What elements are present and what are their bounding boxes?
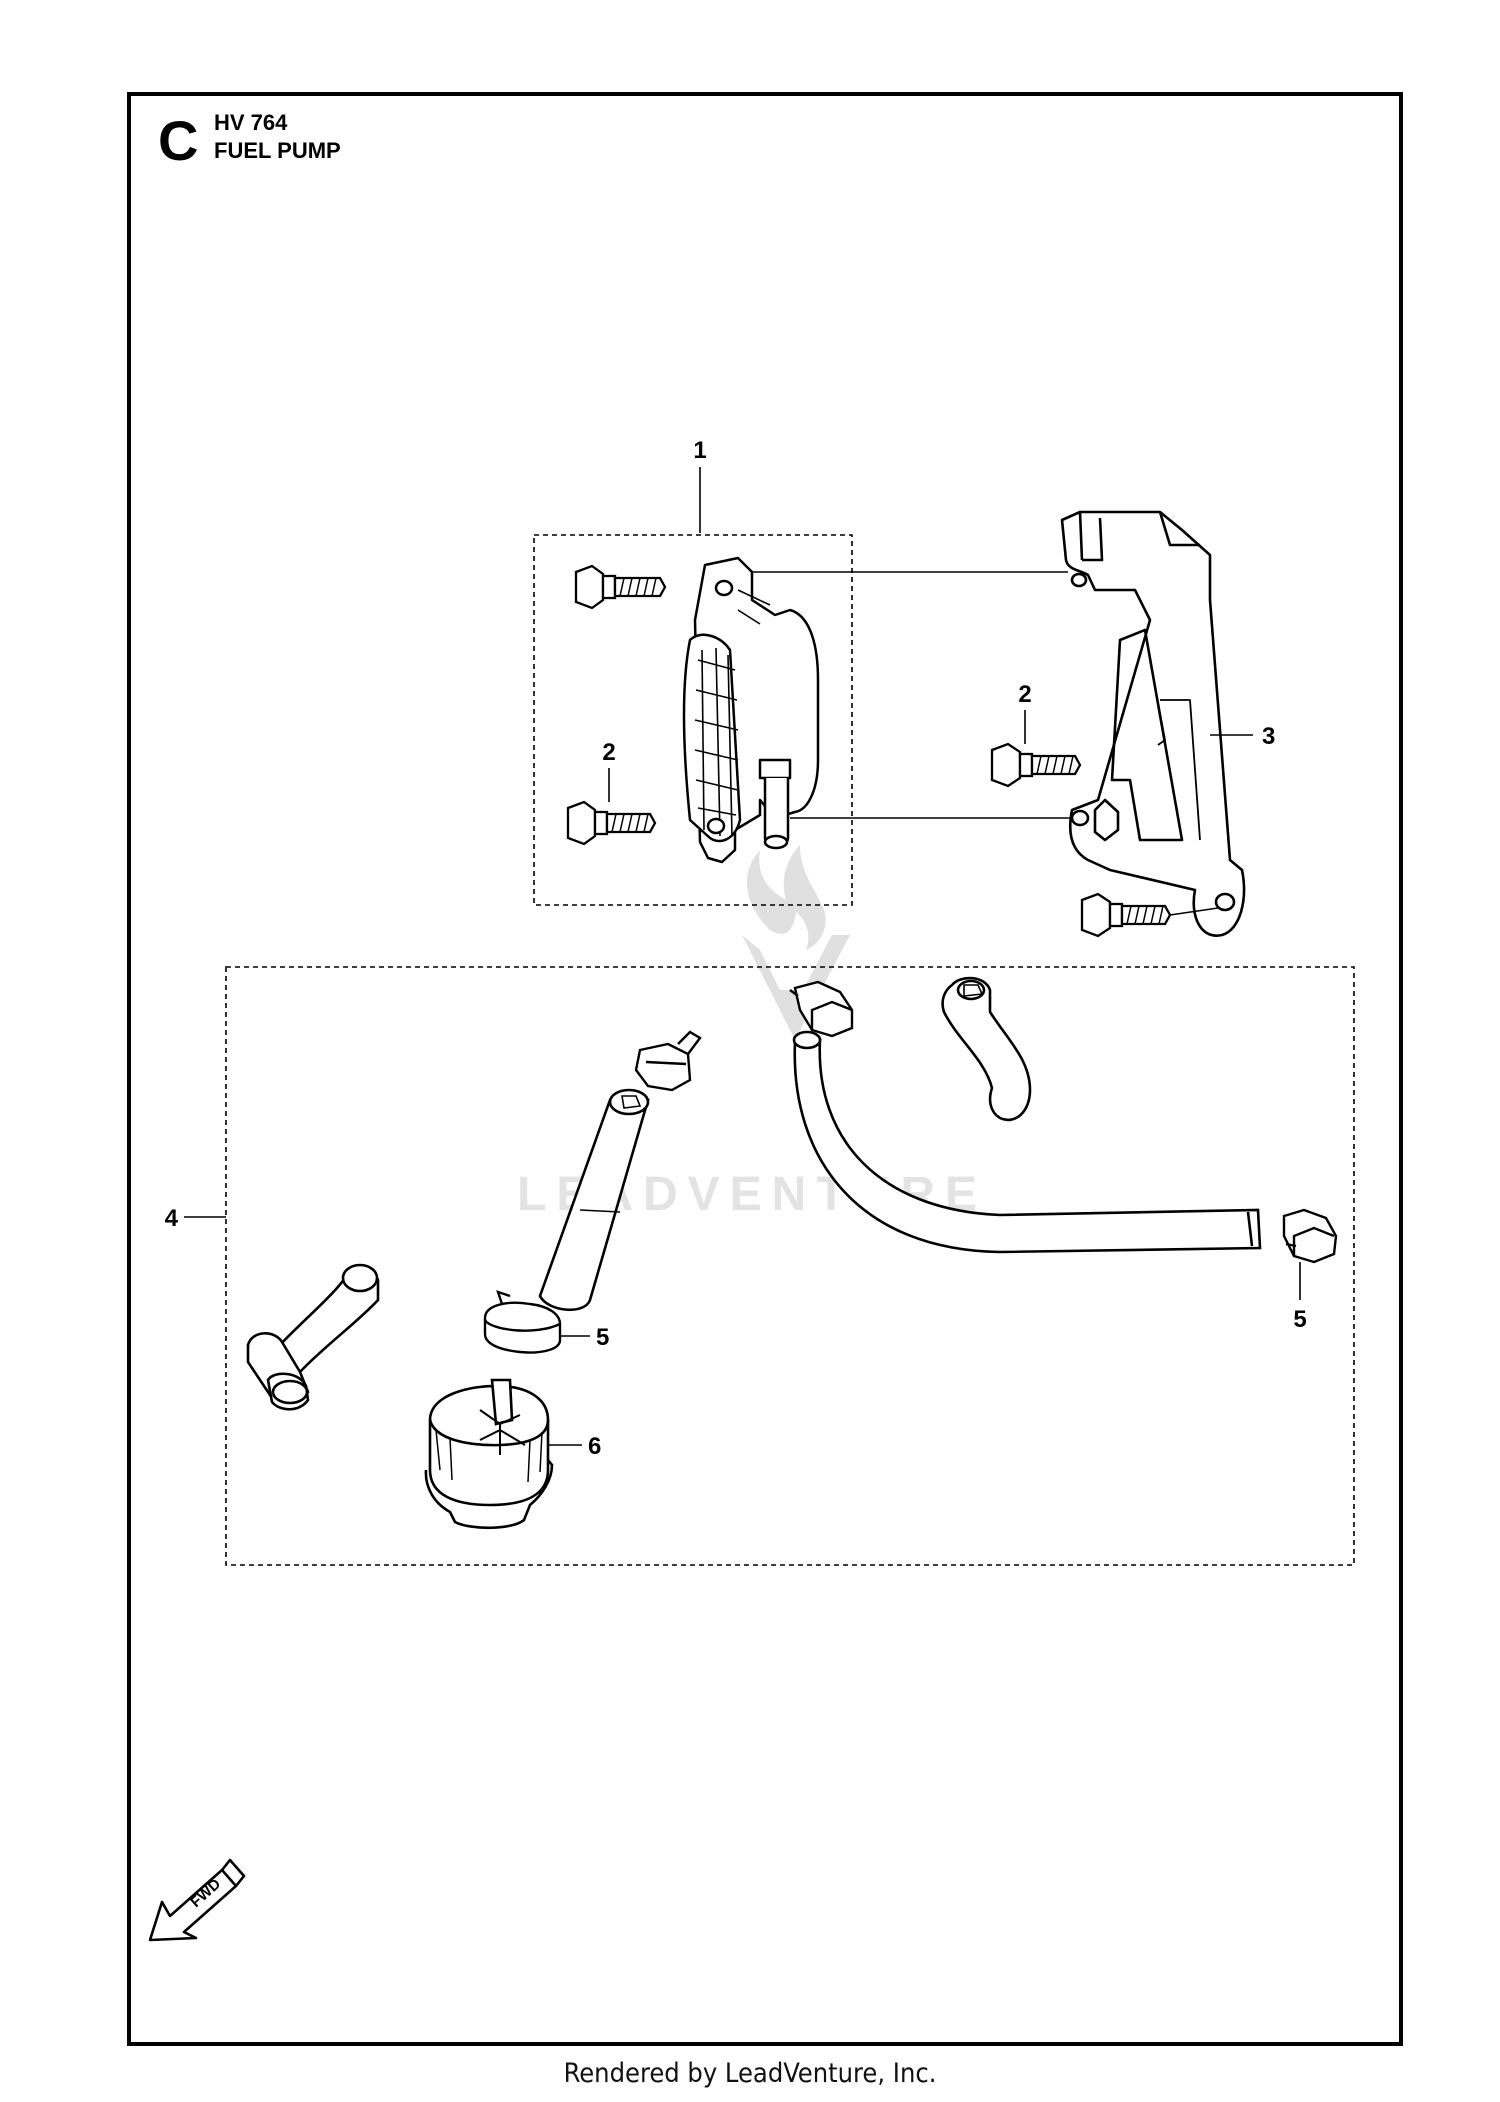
callout-2-pump: 2 [602,739,615,766]
fuel-hose-long [792,1030,1262,1254]
footer-credit: Rendered by LeadVenture, Inc. [563,2058,937,2089]
pump-assembly-group-box [533,534,853,906]
hose-clamp-top [789,980,854,1038]
fuel-line-kit-group-box [225,966,1355,1566]
hose-clamp-right [1282,1208,1338,1264]
callout-6: 6 [588,1433,601,1460]
pump-bracket [1060,510,1246,937]
bracket-bolt-lower [1080,892,1172,938]
fuel-hose-straight [538,1088,650,1312]
hose-clamp-lower [483,1290,562,1354]
page-frame [127,92,1403,2046]
fuel-hose-elbow [941,976,1032,1122]
model-number: HV 764 [214,110,288,135]
hose-clamp-upper [634,1030,702,1092]
fuel-filter [424,1378,554,1530]
callout-5-right: 5 [1293,1306,1306,1333]
fuel-pump [682,556,820,864]
callout-4: 4 [165,1205,179,1232]
fuel-hose-l-shaped [246,1263,380,1411]
callout-2-bracket: 2 [1018,681,1031,708]
pump-bolt-lower [566,800,657,846]
callout-1: 1 [693,437,706,464]
page-title: FUEL PUMP [214,138,341,163]
alignment-line [1169,907,1219,916]
fwd-arrow-icon [148,1858,246,1942]
section-letter: C [158,109,198,172]
callout-3: 3 [1262,723,1275,750]
pump-bolt-upper [574,564,667,610]
bracket-bolt-middle [990,742,1082,788]
callout-5-lower: 5 [596,1324,609,1351]
